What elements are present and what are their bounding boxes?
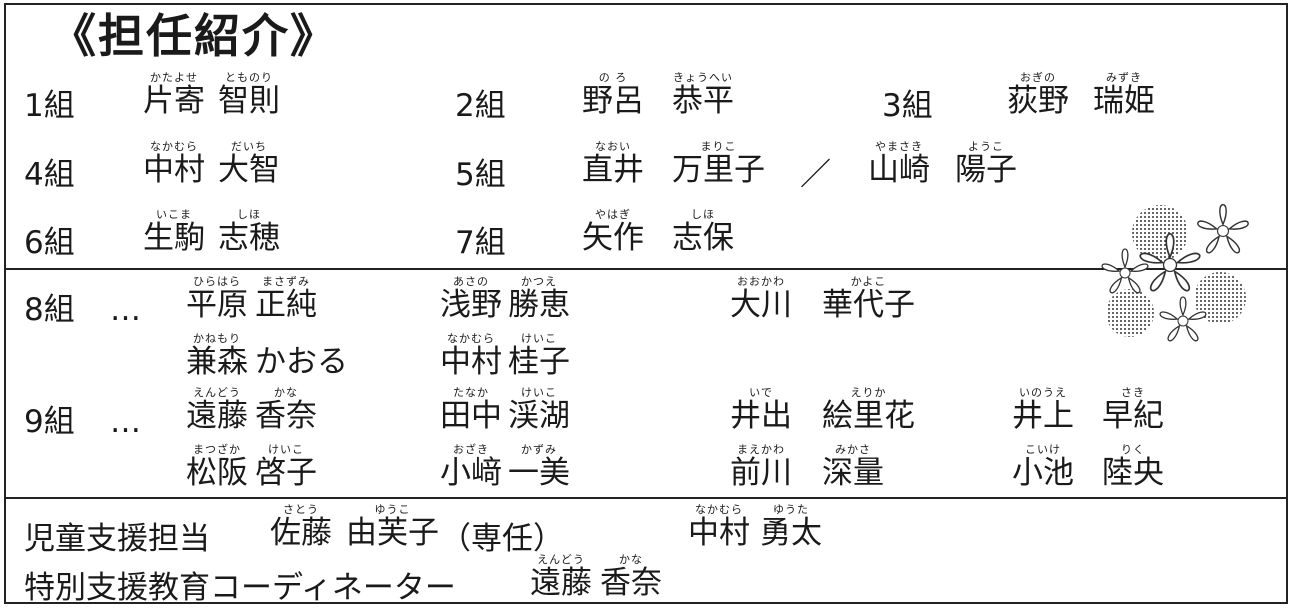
document-frame [4, 3, 1288, 604]
support-teacher1-note: （専任） [440, 521, 564, 557]
class-9-teacher5-given: けいこ啓子 [255, 443, 317, 491]
class-9-teacher1-given: かな香奈 [255, 386, 317, 434]
class-2-label: 2組 [455, 88, 506, 124]
class-3-label: 3組 [882, 88, 933, 124]
special-support-label: 特別支援教育コーディネーター [24, 570, 456, 606]
class-9-teacher6-given: かずみ一美 [508, 443, 570, 491]
class-9-teacher7-surname: まえかわ前川 [730, 443, 792, 491]
class-1-surname: かたよせ片寄 [143, 71, 205, 119]
class-8-teacher3-surname: おおかわ大川 [730, 275, 792, 323]
section-divider-1 [4, 268, 1288, 270]
class-9-teacher1-surname: えんどう遠藤 [186, 386, 248, 434]
class-9-teacher6-surname: おざき小﨑 [440, 443, 502, 491]
class-9-teacher3-given: えりか絵里花 [822, 386, 915, 434]
special-support-surname: えんどう遠藤 [530, 553, 592, 601]
class-8-label: 8組 [24, 292, 75, 328]
class-8-teacher5-given: けいこ桂子 [508, 332, 570, 380]
class-6-given: しほ志穂 [218, 208, 280, 256]
class-1-label: 1組 [24, 88, 75, 124]
class-8-teacher2-surname: あさの浅野 [440, 275, 502, 323]
class-8-teacher3-given: かよこ華代子 [822, 275, 915, 323]
class-9-teacher2-surname: たなか田中 [440, 386, 502, 434]
class-8-teacher4-given: かおる [255, 344, 348, 380]
support-teacher2-surname: なかむら中村 [688, 503, 750, 551]
support-teacher2-given: ゆうた勇太 [760, 503, 822, 551]
section-divider-2 [4, 497, 1288, 499]
class-5-teacher1-surname: なおい直井 [582, 140, 644, 188]
class-5-teacher2-given: ようこ陽子 [955, 140, 1017, 188]
class-7-surname: やはぎ矢作 [582, 208, 644, 256]
class-9-teacher8-surname: こいけ小池 [1012, 443, 1074, 491]
class-4-surname: なかむら中村 [143, 140, 205, 188]
class-8-teacher2-given: かつえ勝恵 [508, 275, 570, 323]
class-4-label: 4組 [24, 157, 75, 193]
class-9-teacher7-given: みかさ深量 [822, 443, 884, 491]
class-6-label: 6組 [24, 225, 75, 261]
class-1-given: とものり智則 [218, 71, 280, 119]
class-5-teacher2-surname: やまさき山崎 [868, 140, 930, 188]
class-5-label: 5組 [455, 157, 506, 193]
class-9-teacher5-surname: まつざか松阪 [186, 443, 248, 491]
class-3-surname: おぎの荻野 [1007, 71, 1069, 119]
class-9-teacher4-given: さき早紀 [1102, 386, 1164, 434]
sakura-flowers-icon [1100, 203, 1250, 343]
support-teacher1-given: ゆうこ由芙子 [346, 503, 439, 551]
class-9-teacher4-surname: いのうえ井上 [1012, 386, 1074, 434]
class-9-teacher3-surname: いで井出 [730, 386, 792, 434]
class-9-teacher2-given: けいこ渓湖 [508, 386, 570, 434]
class-8-teacher4-surname: かねもり兼森 [186, 332, 248, 380]
class-2-given: きょうへい恭平 [672, 71, 734, 119]
class-9-label: 9組 [24, 404, 75, 440]
class-7-given: しほ志保 [672, 208, 734, 256]
class-8-ellipsis: … [110, 292, 141, 328]
class-4-given: だいち大智 [218, 140, 280, 188]
class-3-given: みずき瑞姫 [1093, 71, 1155, 119]
class-5-separator: ／ [800, 157, 831, 193]
class-8-teacher5-surname: なかむら中村 [440, 332, 502, 380]
class-7-label: 7組 [455, 225, 506, 261]
class-2-surname: の ろ野呂 [582, 71, 644, 119]
class-6-surname: いこま生駒 [143, 208, 205, 256]
class-9-ellipsis: … [110, 404, 141, 440]
support-label: 児童支援担当 [24, 521, 210, 557]
class-8-teacher1-given: まさずみ正純 [255, 275, 317, 323]
class-8-teacher1-surname: ひらはら平原 [186, 275, 248, 323]
page-title: 《担任紹介》 [50, 9, 338, 63]
special-support-given: かな香奈 [600, 553, 662, 601]
class-5-teacher1-given: まりこ万里子 [672, 140, 765, 188]
class-9-teacher8-given: りく陸央 [1102, 443, 1164, 491]
support-teacher1-surname: さとう佐藤 [270, 503, 332, 551]
